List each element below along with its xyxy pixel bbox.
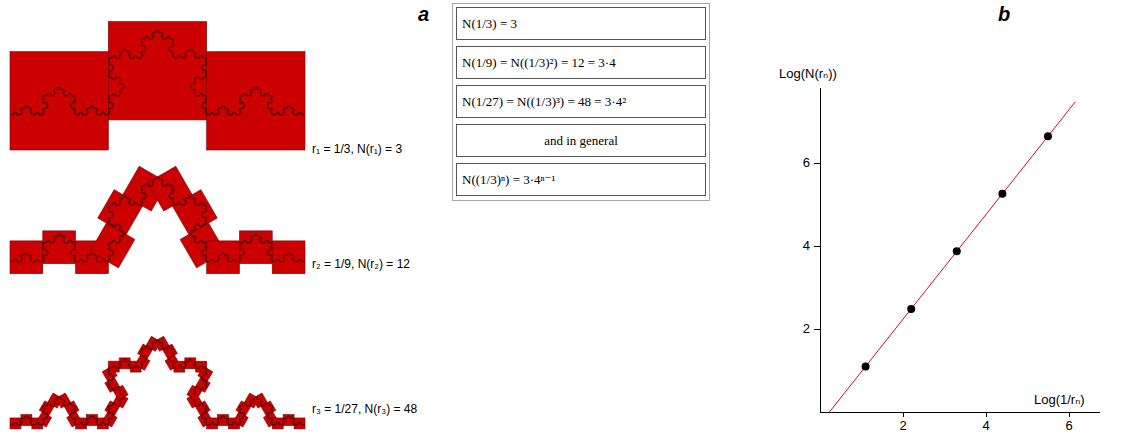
covering-box <box>76 418 87 429</box>
koch-curve <box>10 30 305 115</box>
table-cell: N((1/3)ⁿ) = 3·4ⁿ⁻¹ <box>456 163 706 196</box>
table-cell: and in general <box>456 124 706 157</box>
koch-illustration <box>10 22 305 429</box>
scale-label: r₁ = 1/3, N(r₁) = 3 <box>312 142 402 157</box>
data-point <box>953 247 961 255</box>
panel-label: b <box>998 2 1010 26</box>
chart-data <box>829 102 1075 412</box>
tick-mark <box>1069 412 1070 417</box>
scale-label: r₃ = 1/27, N(r₃) = 48 <box>312 402 417 417</box>
tick-label: 6 <box>1065 418 1072 433</box>
x-axis <box>820 412 1100 413</box>
covering-box <box>43 231 76 264</box>
covering-box <box>108 22 206 120</box>
tick-mark <box>986 412 987 417</box>
panel-label: a <box>418 2 429 26</box>
table-cell: N(1/9) = N((1/3)²) = 12 = 3·4 <box>456 46 706 79</box>
covering-box <box>207 52 305 150</box>
table-cell: N(1/27) = N((1/3)³) = 48 = 3·4² <box>456 85 706 118</box>
table-cell: N(1/3) = 3 <box>456 7 706 40</box>
tick-mark <box>814 246 820 247</box>
data-point <box>1044 132 1052 140</box>
tick-mark <box>814 163 820 164</box>
axis-title: Log(1/rₙ) <box>1034 392 1085 408</box>
koch-curve <box>10 340 305 425</box>
koch-row <box>10 336 305 429</box>
koch-row <box>10 22 305 150</box>
scale-label: r₂ = 1/9, N(r₂) = 12 <box>312 257 410 272</box>
axis-title: Log(N(rₙ)) <box>779 66 837 82</box>
y-axis <box>820 88 821 412</box>
covering-box <box>272 418 283 429</box>
tick-label: 4 <box>982 418 989 433</box>
tick-mark <box>903 412 904 417</box>
covering-box <box>10 418 21 429</box>
covering-box <box>10 241 43 274</box>
data-point <box>907 305 915 313</box>
data-point <box>862 362 870 370</box>
tick-label: 4 <box>803 238 810 253</box>
covering-box <box>294 418 305 429</box>
koch-row <box>10 166 305 273</box>
covering-box <box>174 361 185 372</box>
tick-mark <box>814 329 820 330</box>
covering-box <box>207 418 218 429</box>
tick-label: 2 <box>803 321 810 336</box>
data-point <box>998 190 1006 198</box>
tick-label: 2 <box>899 418 906 433</box>
fit-line <box>829 102 1075 412</box>
covering-box <box>207 241 240 274</box>
covering-box <box>272 241 305 274</box>
covering-box <box>239 231 272 264</box>
tick-label: 6 <box>803 155 810 170</box>
koch-curve <box>10 177 305 262</box>
covering-box <box>10 52 108 150</box>
chart-axes <box>814 88 1100 417</box>
